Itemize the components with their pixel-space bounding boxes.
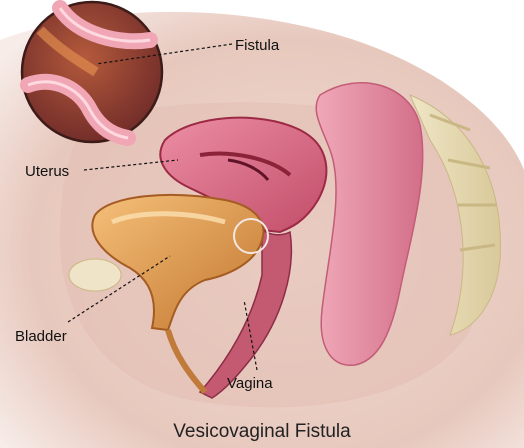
bladder-label: Bladder — [15, 328, 67, 345]
pubic-bone — [69, 259, 121, 291]
fistula-label: Fistula — [235, 37, 280, 54]
vagina-label: Vagina — [227, 375, 273, 392]
inset-magnified-view — [22, 2, 162, 142]
figure-title: Vesicovaginal Fistula — [173, 421, 351, 442]
uterus-label: Uterus — [25, 163, 69, 180]
